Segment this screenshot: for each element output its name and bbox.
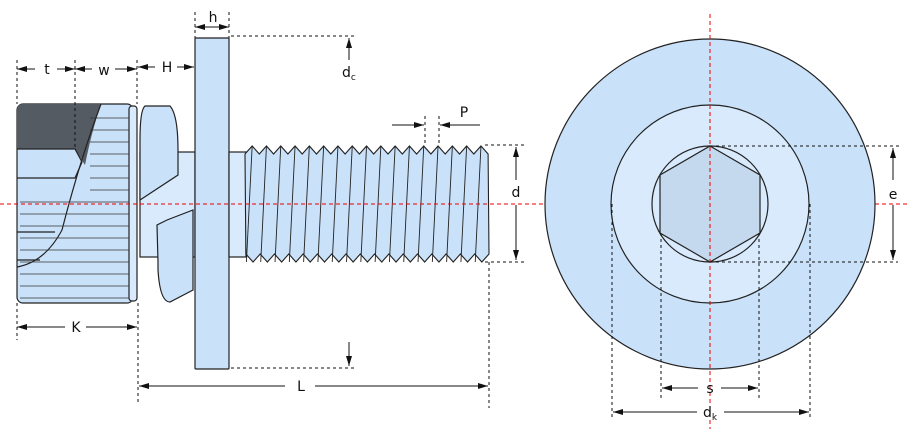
label-dc-main: d [342, 65, 351, 81]
label-s: s [706, 381, 713, 397]
label-H: H [162, 60, 173, 76]
dimension-h: h [194, 10, 230, 38]
label-d: d [512, 185, 521, 201]
label-dk: dk [703, 405, 718, 423]
label-dc: dc [342, 65, 356, 83]
label-dk-sub: k [712, 413, 718, 423]
dimension-P: P [392, 105, 480, 146]
label-P: P [460, 105, 468, 121]
dimension-w: w [75, 60, 138, 104]
label-L: L [297, 379, 305, 395]
label-K: K [71, 320, 81, 336]
thread-helix-line [245, 145, 253, 263]
thread-helix-line [360, 145, 367, 263]
thread-helix-line [374, 145, 382, 263]
thread-helix-line [303, 145, 310, 263]
thread-helix-line [274, 145, 282, 263]
dimension-K: K [16, 303, 139, 405]
end-view: e s dk [544, 14, 901, 429]
dimension-H: H [138, 60, 194, 76]
dimension-s: s [660, 233, 760, 400]
label-h: h [209, 10, 218, 26]
label-t: t [44, 62, 50, 78]
label-e: e [889, 187, 898, 203]
label-dk-main: d [703, 405, 712, 421]
dimension-dc: dc [231, 35, 356, 369]
side-view: t w H h dc [0, 10, 907, 408]
thread-helix-line [317, 145, 325, 263]
thread-helix-line [260, 145, 267, 263]
dimension-L: L [139, 262, 490, 408]
head-knurl-lines [20, 117, 129, 299]
label-w: w [98, 63, 109, 79]
head-cutaway-shadow [17, 104, 101, 165]
label-dc-sub: c [351, 73, 356, 83]
dimension-d: d [485, 144, 524, 263]
thread-helix-line [331, 145, 339, 263]
dimension-e: e [710, 145, 901, 263]
dimension-dk: dk [611, 204, 811, 423]
thread-helix-line [346, 145, 353, 263]
thread-helix-line [288, 145, 296, 263]
dimension-t: t [16, 60, 76, 149]
